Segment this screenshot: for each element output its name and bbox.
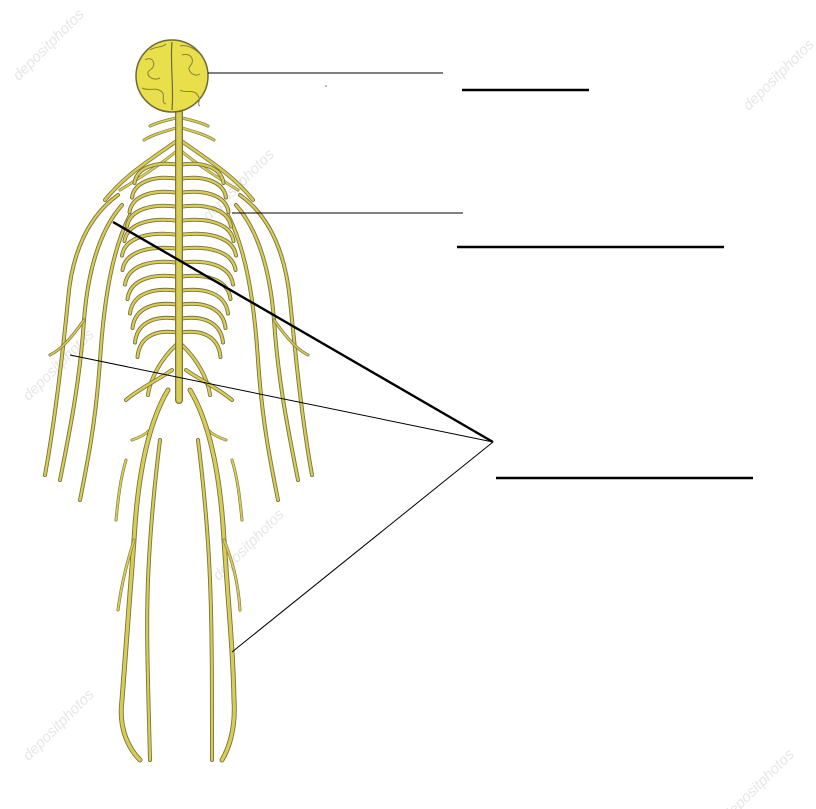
intercostal-nerve-outline [125,262,179,285]
intercostal-nerve [125,262,179,285]
intercostal-nerve [179,248,236,270]
intercostal-nerve-outline [138,332,180,357]
intercostal-nerve-outline [179,234,236,256]
intercostal-nerve-outline [128,276,180,299]
intercostal-nerve [179,220,234,241]
intercostal-nerve-outline [179,290,228,314]
intercostal-nerve [179,234,236,256]
intercostal-nerve [130,290,179,314]
intercostal-nerve-outline [179,304,226,328]
watermark-1: depositphotos [10,6,88,84]
watermark-5: depositphotos [20,686,98,764]
watermark-layer: depositphotos depositphotos depositphoto… [10,6,816,809]
intercostal-nerve-outline [132,178,179,198]
intercostal-nerve [179,304,226,328]
watermark-7: depositphotos [740,36,816,114]
intercostal-nerve-outline [179,248,236,270]
intercostal-nerve-outline [130,290,179,314]
intercostal-nerve [123,248,180,270]
intercostal-nerve [179,290,228,314]
brain [136,40,208,112]
intercostal-nerve-outline [125,220,180,241]
intercostal-nerve [179,276,231,299]
intercostal-nerve-outline [123,248,180,270]
intercostal-nerve [127,206,179,227]
intercostal-nerve [125,220,180,241]
answer-blanks [457,90,753,478]
watermark-6: depositphotos [720,746,798,809]
intercostal-nerve-outline [127,206,179,227]
intercostal-nerve-outline [179,220,234,241]
right-arm-nerves [228,195,312,500]
intercostal-nerve-outline [179,276,231,299]
intercostal-nerve-outline [179,332,221,357]
leader-line-nerves-hand [70,355,493,442]
intercostal-nerve [128,276,180,299]
body-nervous-system [45,40,312,760]
intercostal-nerve-outline [133,304,180,328]
intercostal-nerve [133,304,180,328]
intercostal-nerve-outline [130,192,180,212]
intercostal-nerve [138,332,180,357]
intercostal-nerve [179,332,221,357]
